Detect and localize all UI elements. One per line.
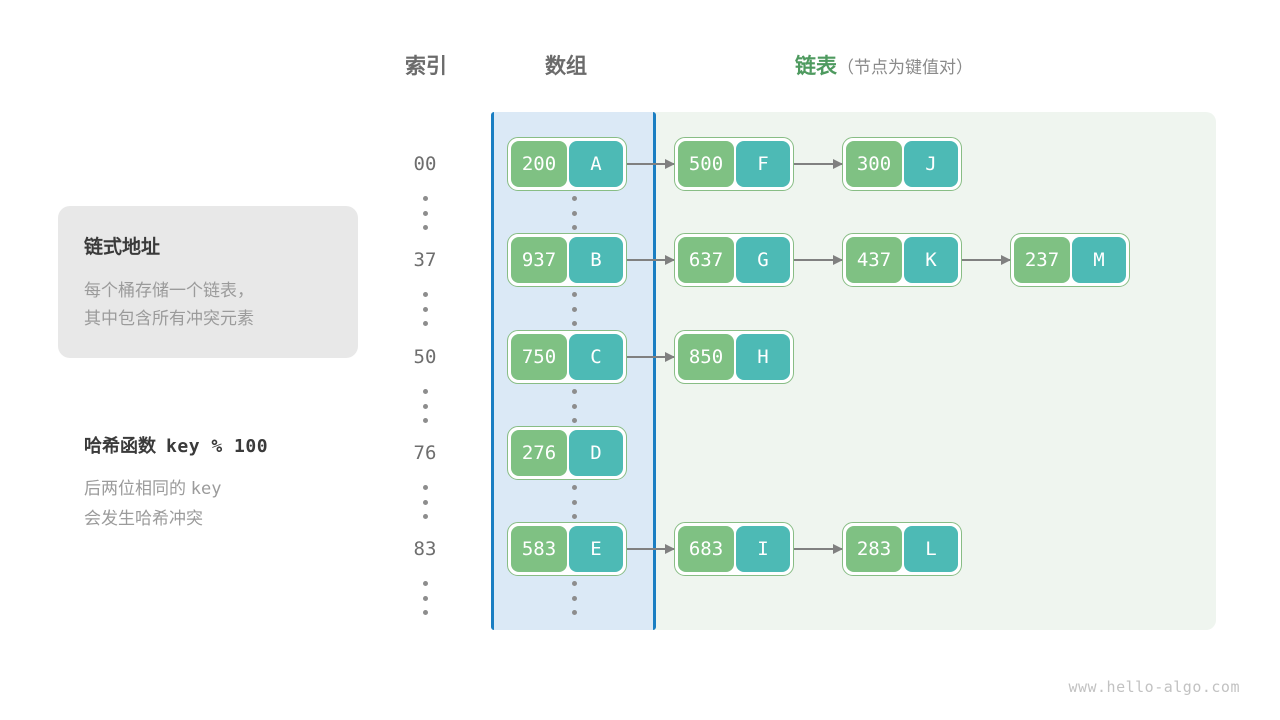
bucket-index-label: 50: [413, 346, 437, 368]
hash-note-key-token: key: [190, 479, 222, 499]
node-key: 937: [511, 237, 567, 283]
node-value: L: [904, 526, 958, 572]
node-value: I: [736, 526, 790, 572]
node-key: 637: [678, 237, 734, 283]
node-key: 283: [846, 526, 902, 572]
vertical-ellipsis-icon: [420, 389, 430, 423]
node-key: 437: [846, 237, 902, 283]
node-value: E: [569, 526, 623, 572]
bucket-index-label: 83: [413, 538, 437, 560]
node-key: 750: [511, 334, 567, 380]
hash-function-expression: key % 100: [166, 436, 269, 457]
header-array: 数组: [545, 55, 587, 78]
node-value: B: [569, 237, 623, 283]
hash-function-title: 哈希函数 key % 100: [84, 432, 384, 458]
chain-arrow: [627, 352, 675, 362]
hash-note-line-2: 会发生哈希冲突: [84, 509, 203, 528]
header-linked-list: 链表（节点为键值对）: [795, 50, 973, 85]
ellipsis-row: [0, 196, 1280, 234]
vertical-ellipsis-icon: [420, 485, 430, 519]
chain-arrow: [627, 255, 675, 265]
chain-arrow: [794, 255, 843, 265]
node-value: K: [904, 237, 958, 283]
node-key: 237: [1014, 237, 1070, 283]
chain-arrow: [794, 159, 843, 169]
header-index: 索引: [405, 55, 447, 78]
vertical-ellipsis-icon: [420, 196, 430, 230]
chain-arrow: [627, 159, 675, 169]
vertical-ellipsis-icon: [420, 292, 430, 326]
node-key: 500: [678, 141, 734, 187]
vertical-ellipsis-icon: [569, 389, 579, 423]
node-value: F: [736, 141, 790, 187]
node-value: C: [569, 334, 623, 380]
ellipsis-row: [0, 485, 1280, 523]
ellipsis-row: [0, 581, 1280, 619]
node-key: 300: [846, 141, 902, 187]
node-key: 200: [511, 141, 567, 187]
hash-note-line-1-text: 后两位相同的: [84, 479, 186, 498]
bucket-index-label: 00: [413, 153, 437, 175]
vertical-ellipsis-icon: [420, 581, 430, 615]
vertical-ellipsis-icon: [569, 485, 579, 519]
node-key: 583: [511, 526, 567, 572]
node-value: M: [1072, 237, 1126, 283]
column-headers: 索引 数组 链表（节点为键值对）: [0, 50, 1280, 84]
info-card-title: 链式地址: [84, 237, 161, 258]
vertical-ellipsis-icon: [569, 196, 579, 230]
vertical-ellipsis-icon: [569, 292, 579, 326]
hash-function-note: 哈希函数 key % 100 后两位相同的 key 会发生哈希冲突: [84, 432, 384, 534]
info-card-line-2: 其中包含所有冲突元素: [84, 309, 254, 328]
node-value: J: [904, 141, 958, 187]
bucket-index-label: 37: [413, 249, 437, 271]
watermark: www.hello-algo.com: [1068, 678, 1240, 696]
hash-function-label: 哈希函数: [84, 436, 156, 456]
node-value: H: [736, 334, 790, 380]
vertical-ellipsis-icon: [569, 581, 579, 615]
node-value: A: [569, 141, 623, 187]
node-value: D: [569, 430, 623, 476]
info-card-line-1: 每个桶存储一个链表，: [84, 281, 254, 300]
chain-arrow: [627, 544, 675, 554]
info-card-chaining: 链式地址 每个桶存储一个链表， 其中包含所有冲突元素: [58, 206, 358, 358]
chain-arrow: [962, 255, 1011, 265]
ellipsis-row: [0, 389, 1280, 427]
node-key: 850: [678, 334, 734, 380]
header-linked-list-accent: 链表: [795, 55, 837, 78]
chain-arrow: [794, 544, 843, 554]
header-linked-list-sub: （节点为键值对）: [837, 58, 973, 77]
node-value: G: [736, 237, 790, 283]
node-key: 683: [678, 526, 734, 572]
hash-note-line-1: 后两位相同的 key: [84, 474, 384, 504]
bucket-index-label: 76: [413, 442, 437, 464]
node-key: 276: [511, 430, 567, 476]
ellipsis-row: [0, 292, 1280, 330]
